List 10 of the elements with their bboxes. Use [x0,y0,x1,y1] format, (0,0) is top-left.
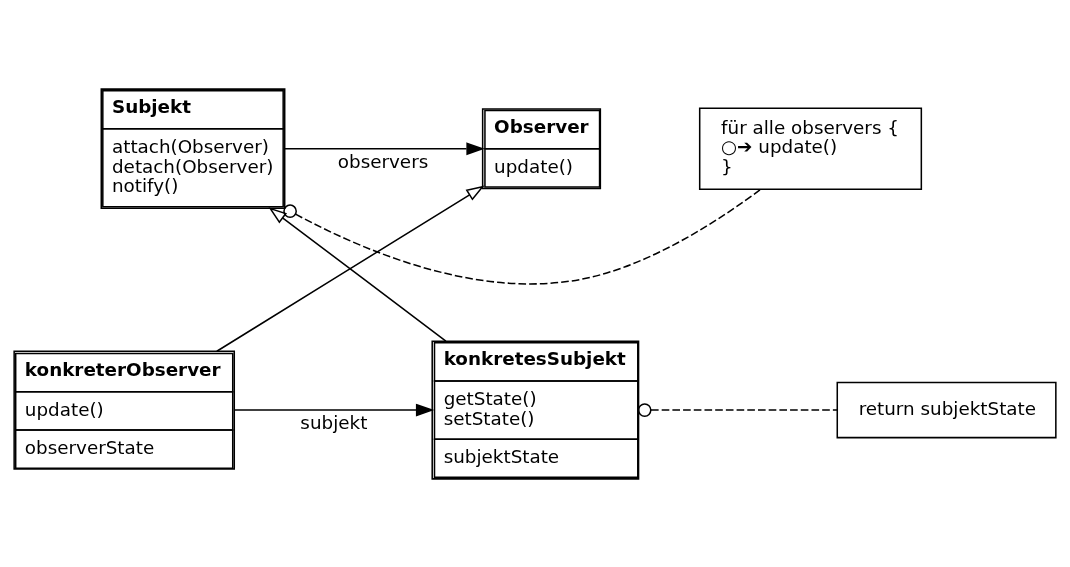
node-box: für alle observers { ○➔ update() } [698,106,923,190]
edge-label: observers [337,150,429,172]
connector [283,188,762,285]
arrow [268,206,447,342]
edge-label: subjekt [300,411,368,433]
connector [637,402,838,417]
arrow [233,403,435,417]
node-box: return subjektState [836,381,1057,438]
arrow [284,141,485,155]
arrow [216,185,485,352]
